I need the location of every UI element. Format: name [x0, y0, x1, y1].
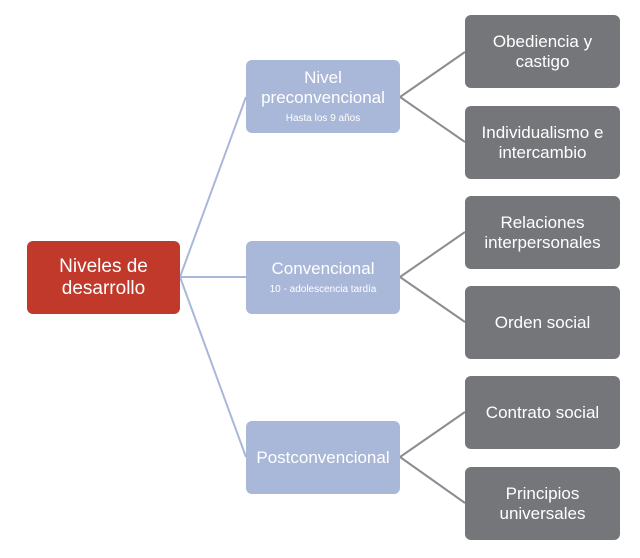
connector-root-level3: [179, 276, 247, 458]
connector-level3-stage2: [399, 456, 466, 504]
stage-label: Principios universales: [499, 483, 586, 523]
stage-orden-social: Orden social: [465, 286, 620, 359]
level-preconvencional-node: Nivel preconvencional Hasta los 9 años: [246, 60, 400, 133]
level-subtitle: 10 - adolescencia tardía: [269, 283, 377, 295]
stage-label: Obediencia y castigo: [492, 31, 593, 71]
connector-level1-stage1: [399, 51, 466, 98]
level-title: Nivel preconvencional: [261, 68, 385, 107]
connector-level3-stage1: [399, 411, 466, 458]
root-label: Niveles de desarrollo: [59, 255, 148, 299]
stage-contrato-social: Contrato social: [465, 376, 620, 449]
stage-label: Relaciones interpersonales: [484, 212, 601, 252]
level-convencional-node: Convencional 10 - adolescencia tardía: [246, 241, 400, 314]
stage-label: Contrato social: [485, 402, 600, 422]
stage-relaciones-interpersonales: Relaciones interpersonales: [465, 196, 620, 269]
connector-level2-stage2: [399, 276, 466, 323]
stage-principios-universales: Principios universales: [465, 467, 620, 540]
stage-label: Individualismo e intercambio: [481, 122, 604, 162]
level-postconvencional-node: Postconvencional: [246, 421, 400, 494]
level-subtitle: Hasta los 9 años: [285, 112, 361, 124]
level-title: Postconvencional: [256, 447, 390, 467]
stage-label: Orden social: [494, 312, 591, 332]
connector-root-level1: [179, 96, 247, 278]
stage-individualismo-intercambio: Individualismo e intercambio: [465, 106, 620, 179]
connector-level2-stage1: [399, 231, 466, 278]
root-node: Niveles de desarrollo: [27, 241, 180, 314]
level-title: Convencional: [271, 259, 375, 279]
connector-level1-stage2: [399, 96, 466, 143]
stage-obediencia-castigo: Obediencia y castigo: [465, 15, 620, 88]
